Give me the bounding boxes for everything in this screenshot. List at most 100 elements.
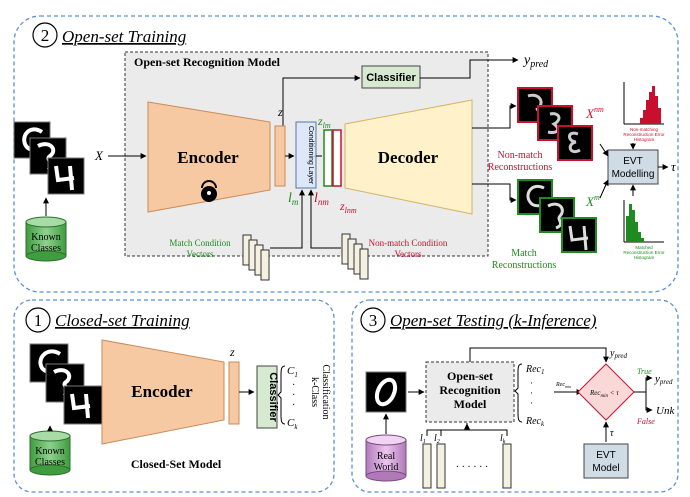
svg-text:False: False [636,417,655,426]
svg-text:·: · [292,390,295,401]
known-classes-database: Known Classes [25,216,67,262]
svg-text:Known: Known [31,232,60,243]
svg-text:C1: C1 [287,365,298,379]
match-condition-vectors [242,234,270,281]
svg-text:zlm: zlm [317,114,331,130]
svg-text:1: 1 [34,311,43,330]
svg-text:ypred: ypred [522,53,549,70]
svg-text:Classes: Classes [35,457,65,468]
svg-text:ypred: ypred [654,373,673,386]
l-nm: l [314,191,318,206]
svg-text:Unk: Unk [656,405,675,417]
svg-text:Model: Model [454,397,487,411]
svg-text:Recognition: Recognition [439,383,501,397]
svg-text:Non-match Condition: Non-match Condition [369,238,448,248]
match-reconstruction-images [517,179,597,253]
svg-text:Xm: Xm [585,193,600,209]
svg-text:EVT: EVT [596,450,615,461]
svg-text:Classifier: Classifier [267,372,279,422]
closed-z-latent [228,361,240,425]
closed-digit-stack [29,343,103,425]
svg-text:Modelling: Modelling [612,169,655,180]
nonmatch-histogram [623,82,664,125]
inference-condition-vectors [422,443,512,489]
svg-text:Non-match: Non-match [498,150,543,161]
svg-text:Classes: Classes [31,243,61,254]
match-histogram [623,200,664,243]
real-world-digit [365,371,407,413]
svg-text:zlnm: zlnm [339,199,357,215]
decoder-block [344,99,473,215]
svg-text:·: · [292,380,295,391]
svg-text:EVT: EVT [623,156,642,167]
z-lnm-bar [332,129,342,187]
svg-text:Matched: Matched [635,245,653,250]
svg-text:·: · [530,378,533,388]
svg-text:Vectors: Vectors [187,249,214,259]
svg-text:Real: Real [377,451,396,462]
svg-text:ypred: ypred [609,348,628,360]
z-latent [274,125,286,187]
panel2-number: 2 [41,26,50,45]
svg-text:lk: lk [500,433,506,445]
svg-text:·: · [530,398,533,408]
panel-closed-set-training: 1 Closed-set Training Known Classes Enco… [13,299,335,493]
panel1-title: Closed-set Training [55,311,190,330]
l-m: l [288,191,292,206]
y-pred: y [522,53,531,68]
svg-text:Known: Known [35,446,64,457]
tau-output: τ [671,159,677,174]
svg-text:Recmin < τ: Recmin < τ [589,389,619,399]
svg-text:Open-set: Open-set [447,369,493,383]
svg-text:Vectors: Vectors [395,249,422,259]
y-pred-sub: pred [529,59,549,70]
known-digit-stack [13,121,85,195]
svg-text:Reck: Reck [525,416,545,428]
svg-text:·: · [530,388,533,398]
closed-set-model-label: Closed-Set Model [131,457,222,471]
test-osr-model-box [425,361,515,423]
panel-open-set-training: 2 Open-set Training Open-set Recognition… [13,15,679,293]
svg-text:Classification: Classification [320,365,331,420]
svg-text:z: z [277,105,283,119]
panel3-title: Open-set Testing (k-Inference) [390,311,597,330]
z-lm-bar [323,129,333,187]
svg-text:lnm: lnm [314,191,329,207]
svg-text:k-Class: k-Class [309,377,320,407]
test-evt-model-box [583,443,629,479]
svg-text:Recmin: Recmin [555,382,571,389]
nonmatch-reconstruction-images [517,87,593,161]
svg-text:Match Condition: Match Condition [169,238,231,248]
osr-model-title: Open-set Recognition Model [134,55,281,69]
decoder-label: Decoder [378,148,439,167]
conditioning-layer [295,121,317,189]
svg-text:· · · · · ·: · · · · · · [456,462,488,473]
real-world-database: Real World [365,434,407,482]
svg-text:τ: τ [610,428,614,439]
svg-text:Reconstructions: Reconstructions [488,162,553,173]
svg-text:Match: Match [511,248,537,259]
svg-text:l2: l2 [434,433,440,445]
svg-text:·: · [292,400,295,411]
svg-text:Reconstruction Error: Reconstruction Error [623,132,665,137]
svg-text:Ck: Ck [287,417,298,431]
svg-text:Encoder: Encoder [131,382,193,401]
panel-open-set-testing: 3 Open-set Testing (k-Inference) Real Wo… [351,299,679,493]
nonmatch-condition-vectors [341,233,369,280]
encoder-label: Encoder [177,148,239,167]
encoder-block [147,101,271,213]
svg-text:Non-matching: Non-matching [630,127,659,132]
svg-text:World: World [374,462,399,473]
svg-text:True: True [637,367,652,376]
panel2-title: Open-set Training [62,27,186,46]
decision-diamond [577,363,635,421]
svg-text:Reconstruction Error: Reconstruction Error [623,250,665,255]
svg-text:Xnm: Xnm [585,105,604,121]
lock-icon [201,180,217,202]
svg-text:3: 3 [369,311,378,330]
svg-text:Histogram: Histogram [634,137,655,142]
svg-text:z: z [229,345,235,359]
svg-text:Model: Model [592,463,619,474]
closed-classifier [256,365,278,429]
